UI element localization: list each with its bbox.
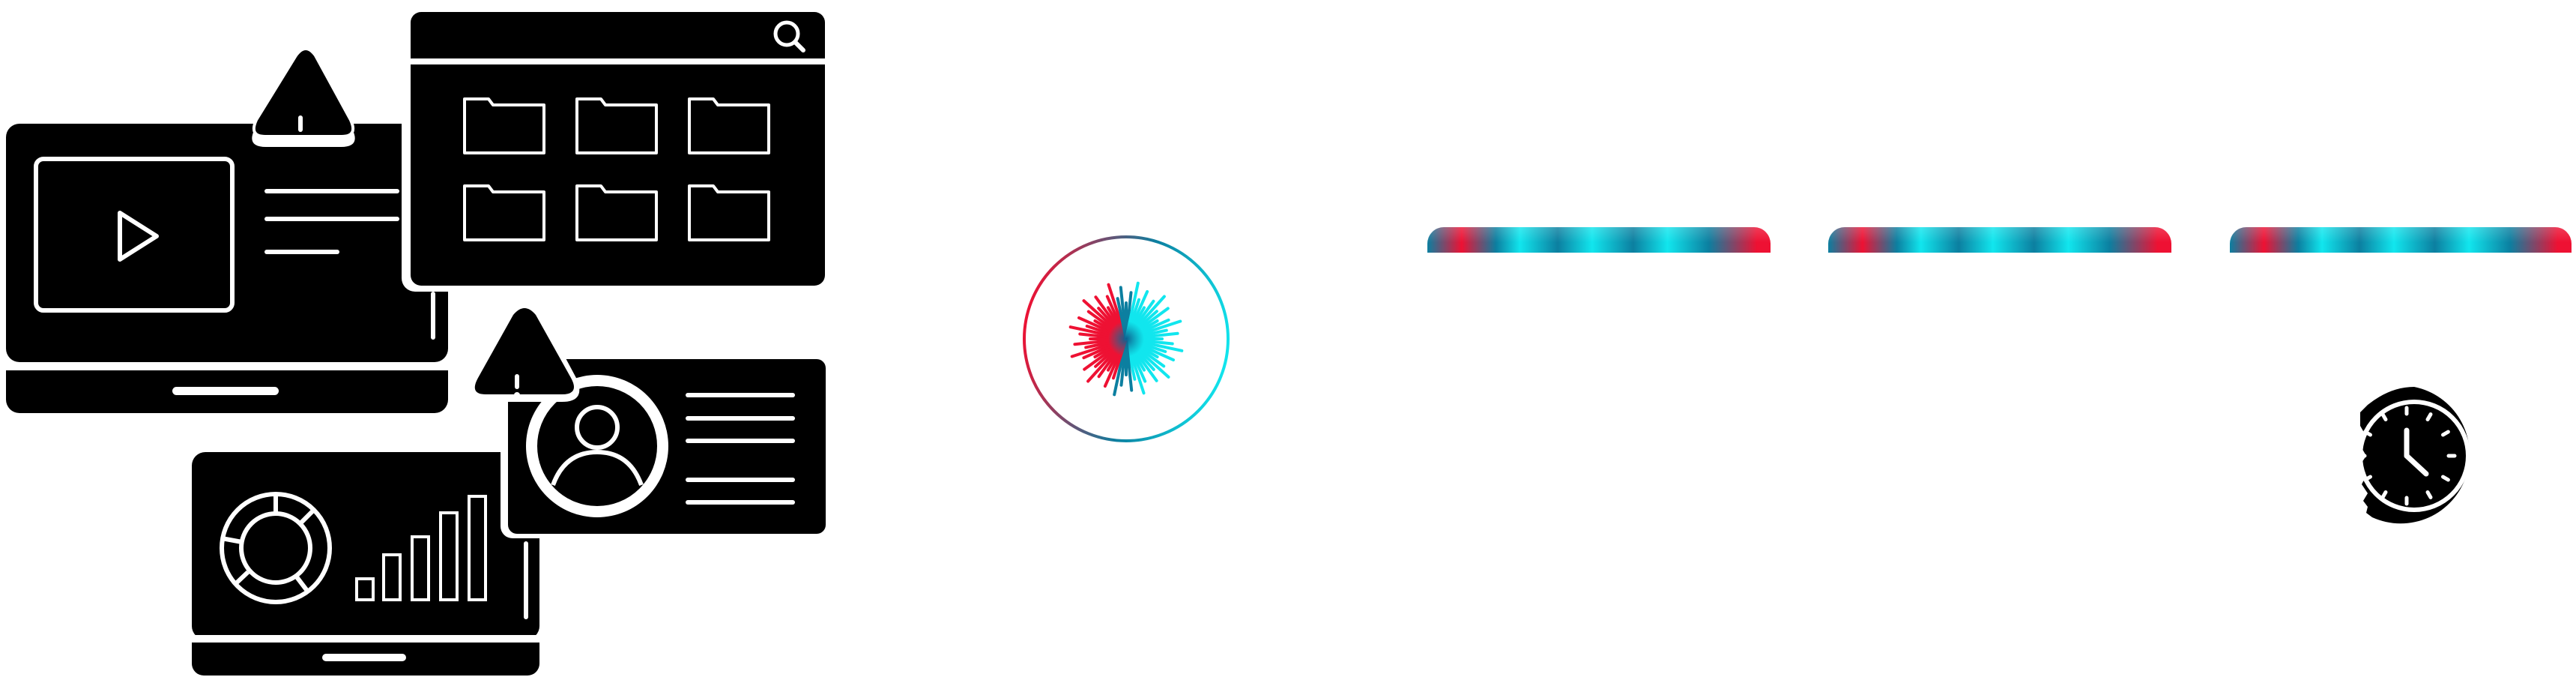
folder-icon: [463, 97, 545, 154]
chart-bar: [382, 553, 402, 601]
folder-grid: [463, 97, 770, 241]
laptop-with-analytics: [192, 452, 539, 676]
clock-ticks: [2356, 406, 2457, 506]
profile-card: [501, 355, 830, 619]
clock-tick: [2425, 412, 2433, 421]
devices-illustration: [6, 7, 831, 676]
burst-core: [1108, 321, 1144, 357]
warning-icon: [473, 306, 580, 402]
chart-bar: [355, 577, 375, 601]
folder-icon: [575, 97, 658, 154]
folder-icon: [688, 97, 770, 154]
clock-tick: [2380, 412, 2388, 421]
warning-icon: [252, 47, 355, 147]
file-browser-window: [402, 7, 831, 340]
video-frame: [34, 157, 235, 313]
clock-tick: [2441, 475, 2450, 482]
folder-icon: [463, 184, 545, 241]
donut-chart-icon: [220, 492, 332, 604]
burst-icon: [1068, 281, 1184, 397]
folder-icon: [688, 184, 770, 241]
bar-chart-icon: [355, 495, 487, 601]
clock-tick: [2441, 430, 2450, 437]
laptop-with-video: [6, 124, 448, 413]
clock-tick: [2363, 475, 2372, 482]
fast-clock-icon: [2356, 387, 2470, 524]
folder-icon: [575, 184, 658, 241]
loading-bar: [1828, 227, 2171, 253]
chart-bar: [439, 511, 459, 601]
chart-bar: [468, 495, 487, 601]
clock-tick: [2380, 490, 2388, 499]
clock-tick: [2363, 430, 2372, 437]
user-icon: [526, 375, 668, 517]
chart-bar: [411, 535, 430, 601]
search-icon: [773, 20, 805, 52]
play-icon: [118, 211, 159, 262]
clock-minute-hand: [2404, 453, 2429, 477]
loading-bar: [2230, 227, 2572, 253]
clock-tick: [2425, 490, 2433, 499]
loading-bar: [1427, 227, 1771, 253]
burst-ring: [1023, 235, 1230, 442]
divider-with-burst: [1023, 0, 1230, 683]
